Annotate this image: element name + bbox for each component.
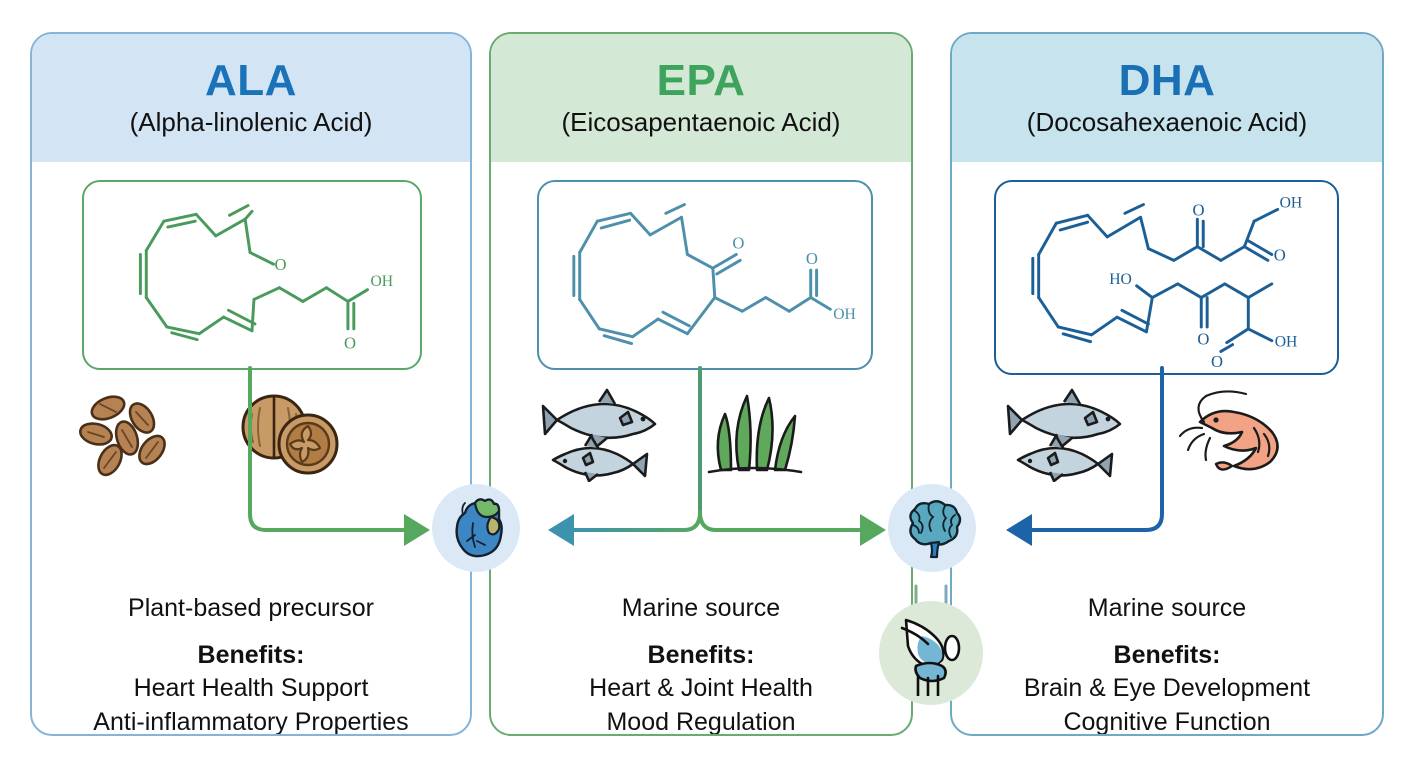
molecule-label-oh2-dha: OH [1275, 334, 1298, 351]
brain-icon [909, 500, 962, 559]
molecule-label-o2-epa: O [806, 249, 818, 268]
benefit-item-dha-1: Brain & Eye Development [1023, 674, 1311, 702]
molecule-label-o1-dha: O [1192, 200, 1204, 219]
molecule-label-o2-dha: O [1274, 245, 1286, 264]
molecule-label-o3-dha: O [1197, 330, 1209, 349]
fish-icon-dha [998, 382, 1148, 482]
text-block-dha: Marine source Benefits: Brain & Eye Deve… [952, 594, 1382, 736]
molecule-label-oh-epa: OH [833, 306, 856, 323]
panel-header-ala: ALA (Alpha-linolenic Acid) [32, 34, 470, 162]
panel-ala: ALA (Alpha-linolenic Acid) [30, 32, 472, 736]
benefits-label-epa: Benefits: [647, 641, 755, 669]
molecule-label-ho-dha: HO [1109, 271, 1132, 288]
molecule-box-epa: O O OH [537, 180, 873, 370]
heart-icon-badge [432, 484, 520, 572]
food-sources-dha [952, 382, 1382, 482]
brain-icon-badge [888, 484, 976, 572]
fish-icon-epa [533, 382, 683, 482]
source-line-ala: Plant-based precursor [128, 594, 374, 622]
text-block-epa: Marine source Benefits: Heart & Joint He… [491, 594, 911, 736]
knee-joint-icon [900, 618, 961, 696]
molecule-label-oh1-dha: OH [1280, 194, 1303, 211]
molecule-box-ala: O OH O [82, 180, 422, 370]
molecule-label-oh-ala: OH [370, 273, 393, 290]
panel-header-epa: EPA (Eicosapentaenoic Acid) [491, 34, 911, 162]
heart-icon [455, 498, 503, 558]
benefit-item-epa-2: Mood Regulation [606, 707, 796, 736]
joint-icon-badge [879, 601, 983, 705]
panel-fullname-ala: (Alpha-linolenic Acid) [129, 106, 373, 137]
shrimp-icon [1158, 382, 1308, 482]
molecule-structure-epa: O O OH [572, 203, 856, 345]
benefit-item-dha-2: Cognitive Function [1063, 707, 1271, 736]
food-sources-epa [491, 382, 911, 482]
food-sources-ala [32, 382, 470, 482]
benefits-label-dha: Benefits: [1113, 641, 1221, 669]
panel-epa: EPA (Eicosapentaenoic Acid) [489, 32, 913, 736]
flax-seeds-icon [70, 382, 190, 482]
text-block-ala: Plant-based precursor Benefits: Heart He… [32, 594, 470, 736]
molecule-box-dha: OH O O HO O OH O [994, 180, 1339, 375]
source-line-dha: Marine source [1087, 594, 1247, 622]
benefit-item-ala-2: Anti-inflammatory Properties [93, 707, 409, 736]
benefits-label-ala: Benefits: [197, 641, 305, 669]
benefit-item-epa-1: Heart & Joint Health [589, 674, 813, 702]
molecule-label-o2-ala: O [344, 333, 356, 352]
source-line-epa: Marine source [621, 594, 781, 622]
panel-abbr-epa: EPA [656, 56, 746, 106]
molecule-structure-dha: OH O O HO O OH O [1031, 194, 1303, 371]
benefit-item-ala-1: Heart Health Support [133, 674, 369, 702]
panel-abbr-dha: DHA [1118, 56, 1216, 106]
panel-abbr-ala: ALA [205, 56, 297, 106]
panel-dha: DHA (Docosahexaenoic Acid) [950, 32, 1384, 736]
panel-header-dha: DHA (Docosahexaenoic Acid) [952, 34, 1382, 162]
molecule-label-o-epa: O [732, 234, 744, 253]
panel-fullname-epa: (Eicosapentaenoic Acid) [561, 106, 841, 137]
molecule-label-o-ala: O [275, 255, 287, 274]
algae-icon [691, 382, 821, 482]
molecule-structure-ala: O OH O [138, 204, 393, 352]
walnuts-icon [228, 382, 348, 482]
molecule-label-o4-dha: O [1211, 352, 1223, 371]
panel-fullname-dha: (Docosahexaenoic Acid) [1026, 106, 1308, 137]
